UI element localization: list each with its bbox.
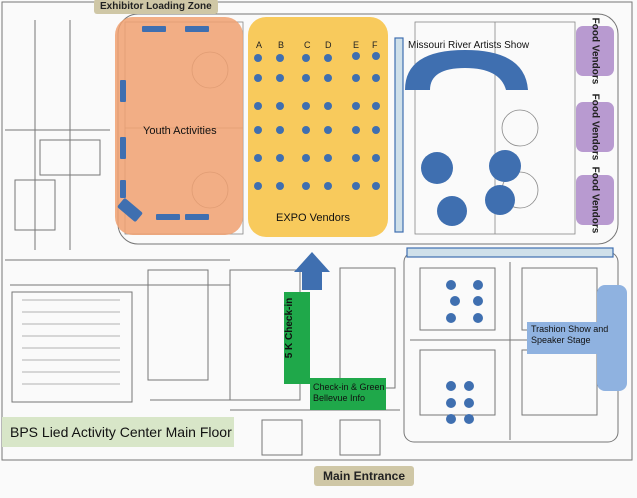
lower-booths	[446, 280, 483, 424]
expo-column-c: C	[304, 40, 311, 50]
main-entrance-tag[interactable]: Main Entrance	[314, 466, 415, 486]
youth-activities-label: Youth Activities	[143, 125, 217, 137]
artists-booths	[421, 150, 521, 226]
food-vendor-1: Food Vendors	[576, 18, 614, 84]
food-vendor-1-label: Food Vendors	[589, 17, 601, 85]
youth-activities-area	[115, 17, 243, 235]
checkin-green-label: Check-in & Green Bellevue Info	[313, 382, 385, 403]
trashion-stage-label: Trashion Show and Speaker Stage	[527, 322, 619, 354]
expo-column-f: F	[372, 40, 378, 50]
artists-show-label: Missouri River Artists Show	[408, 40, 530, 51]
expo-column-d: D	[325, 40, 332, 50]
expo-vendors-area	[248, 17, 388, 237]
food-vendor-2: Food Vendors	[576, 94, 614, 160]
checkin-green-area	[310, 378, 386, 410]
youth-tables	[117, 26, 209, 222]
expo-column-e: E	[353, 40, 360, 50]
food-vendor-2-label: Food Vendors	[589, 93, 601, 161]
food-vendor-3: Food Vendors	[576, 167, 614, 233]
five-k-checkin-label: 5 K Check-in	[284, 297, 295, 359]
expo-column-a: A	[256, 40, 263, 50]
artists-horseshoe	[405, 50, 528, 90]
exhibitor-loading-zone-tag: Exhibitor Loading Zone	[94, 0, 218, 14]
entry-arrow	[294, 252, 330, 290]
five-k-checkin-area	[284, 292, 310, 384]
food-vendor-3-label: Food Vendors	[589, 166, 601, 234]
expo-vendors-label: EXPO Vendors	[276, 212, 350, 224]
divider-vertical	[394, 37, 404, 233]
expo-column-b: B	[278, 40, 285, 50]
expo-booths	[254, 52, 380, 190]
page-title: BPS Lied Activity Center Main Floor	[2, 417, 234, 447]
divider-horizontal	[406, 247, 614, 258]
